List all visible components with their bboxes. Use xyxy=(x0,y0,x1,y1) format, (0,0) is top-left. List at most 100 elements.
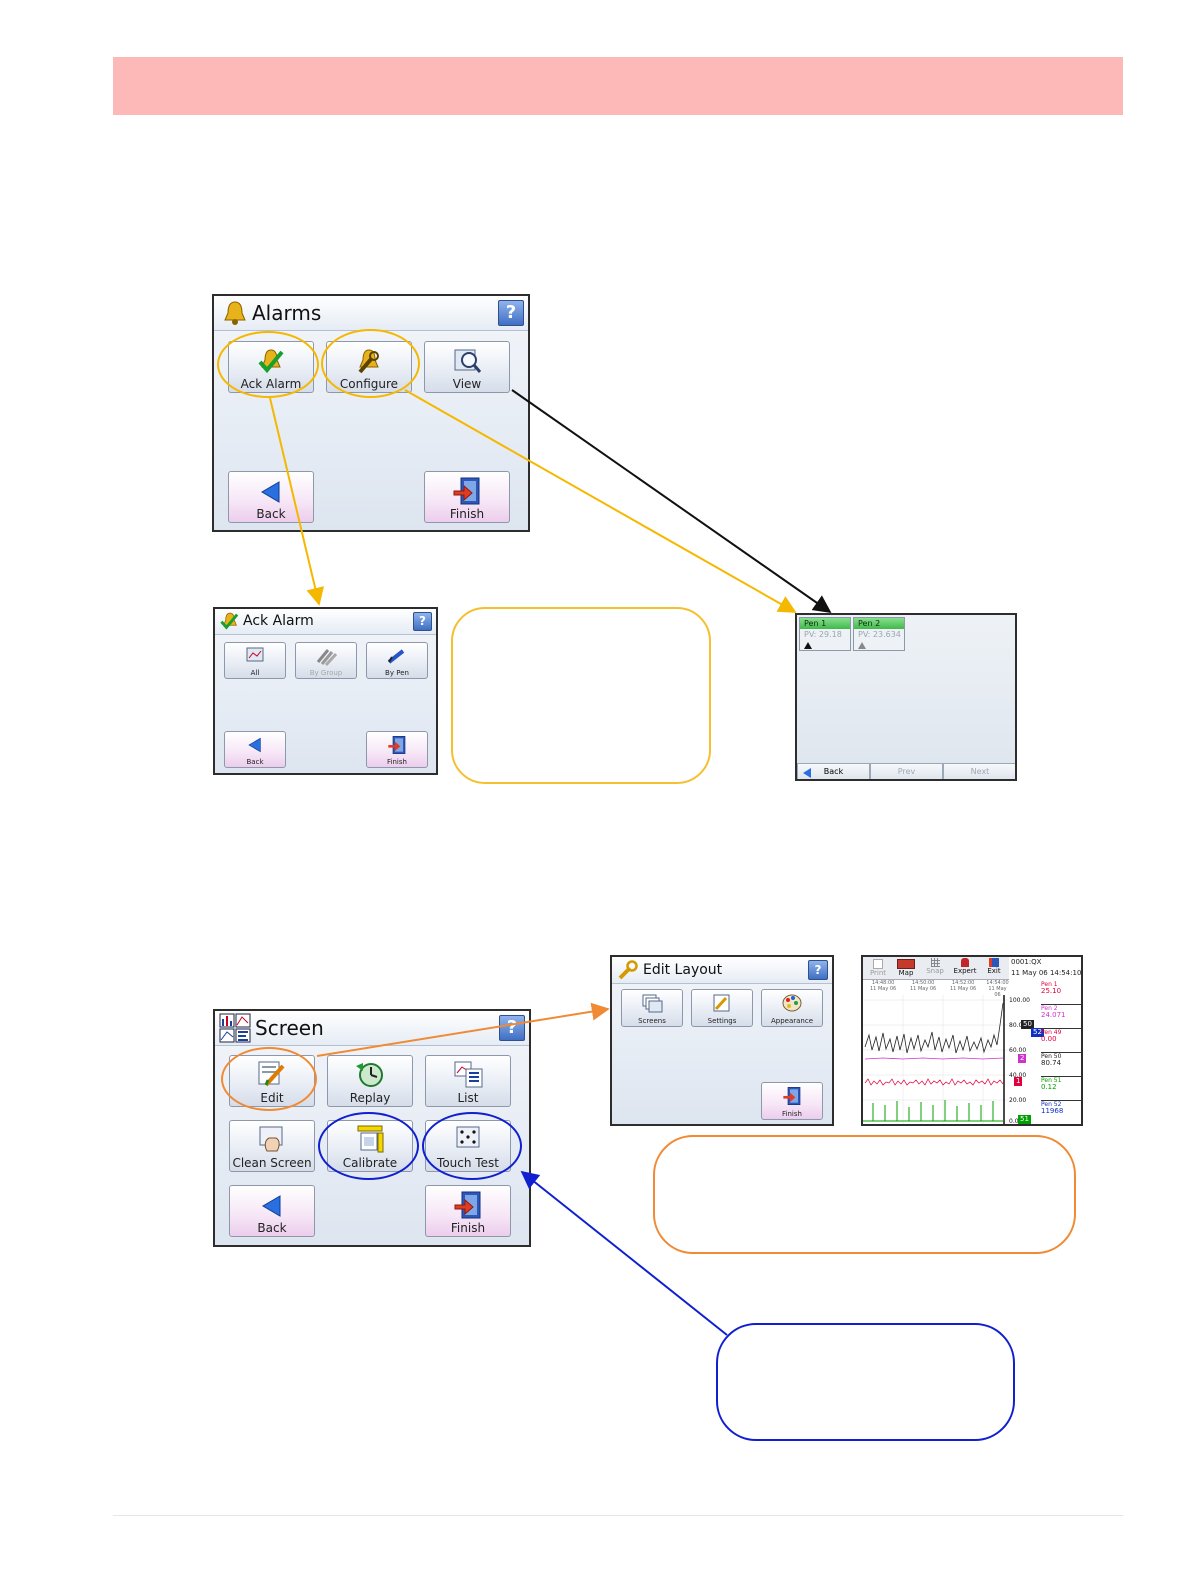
expert-label: Expert xyxy=(953,967,977,975)
screens-button[interactable]: Screens xyxy=(621,989,683,1027)
pen-value-box[interactable]: Pen 50 80.74 xyxy=(1041,1053,1081,1077)
nav-prev-button[interactable]: Prev xyxy=(870,763,943,779)
list-label: List xyxy=(457,1091,479,1105)
map-icon xyxy=(897,959,915,969)
ack-alarm-title: Ack Alarm xyxy=(243,613,314,629)
finish-button[interactable]: Finish xyxy=(366,731,428,768)
pen-name: Pen 52 xyxy=(1041,1101,1062,1108)
appearance-button[interactable]: Appearance xyxy=(761,989,823,1027)
help-button[interactable]: ? xyxy=(413,612,432,631)
pen-value: 0.00 xyxy=(1041,1035,1057,1043)
finish-label: Finish xyxy=(782,1110,802,1118)
back-button[interactable]: Back xyxy=(224,731,286,768)
print-button[interactable]: Print xyxy=(866,957,890,979)
scale-label: 80.00 xyxy=(1009,1022,1027,1029)
exit-door-icon xyxy=(452,476,482,510)
finish-button[interactable]: Finish xyxy=(424,471,510,523)
nav-next-label: Next xyxy=(970,767,990,776)
trend-toolbar: Print Map Snap Expert Exit xyxy=(863,957,1009,980)
pen-value: 25.10 xyxy=(1041,987,1062,995)
pen-value: 80.74 xyxy=(1041,1059,1062,1067)
alarms-menu-titlebar: Alarms ? xyxy=(214,296,528,331)
pen-value: 24.071 xyxy=(1041,1011,1066,1019)
back-button[interactable]: Back xyxy=(229,1185,315,1237)
pen-50-trace xyxy=(864,1002,1004,1054)
pen-1-name: Pen 1 xyxy=(800,618,850,629)
map-label: Map xyxy=(898,969,914,977)
printer-icon xyxy=(873,959,883,969)
pen-value-box[interactable]: Pen 51 0.12 xyxy=(1041,1077,1081,1101)
footer-divider xyxy=(113,1515,1123,1516)
trend-screen: Print Map Snap Expert Exit 0001:QX 11 Ma… xyxy=(861,955,1083,1126)
ack-alarm-highlight xyxy=(217,331,319,398)
expert-button[interactable]: Expert xyxy=(950,957,980,979)
trend-plot xyxy=(863,995,1009,1124)
settings-label: Settings xyxy=(707,1017,737,1025)
exit-button[interactable]: Exit xyxy=(982,957,1006,979)
help-button[interactable]: ? xyxy=(498,300,524,326)
edit-layout-titlebar: Edit Layout ? xyxy=(612,957,832,984)
edit-layout-title: Edit Layout xyxy=(643,962,723,978)
nav-back-button[interactable]: Back xyxy=(797,763,870,779)
ack-all-button[interactable]: All xyxy=(224,642,286,679)
help-button[interactable]: ? xyxy=(808,960,828,980)
back-arrow-icon xyxy=(247,737,263,757)
grid-icon xyxy=(930,958,940,967)
pen-51-trace xyxy=(863,1100,1004,1122)
monitor-icon xyxy=(245,647,265,669)
pen-value-box[interactable]: Pen 52 11968 xyxy=(1041,1101,1081,1124)
pen-value-box[interactable]: Pen 49 0.00 xyxy=(1041,1029,1081,1053)
finish-button[interactable]: Finish xyxy=(761,1082,823,1120)
alarm-view-window: Pen 1 PV: 29.18 Pen 2 PV: 23.634 Back Pr… xyxy=(795,613,1017,781)
exit-door-icon xyxy=(453,1190,483,1224)
nav-next-button[interactable]: Next xyxy=(943,763,1015,779)
pen-name: Pen 2 xyxy=(1041,1005,1058,1012)
pen-value-box[interactable]: Pen 2 24.071 xyxy=(1041,1005,1081,1029)
clean-screen-button[interactable]: Clean Screen xyxy=(229,1120,315,1172)
screen-menu-titlebar: Screen ? xyxy=(215,1011,529,1046)
pen-1-pv: PV: 29.18 xyxy=(804,630,842,639)
ack-by-group-button[interactable]: By Group xyxy=(295,642,357,679)
clean-screen-label: Clean Screen xyxy=(232,1156,312,1170)
screens-label: Screens xyxy=(638,1017,666,1025)
pen-name: Pen 50 xyxy=(1041,1053,1062,1060)
help-button[interactable]: ? xyxy=(499,1015,525,1041)
alarm-triangle-icon xyxy=(858,642,866,649)
replay-button[interactable]: Replay xyxy=(327,1055,413,1107)
map-button[interactable]: Map xyxy=(892,957,920,979)
pen-2-name: Pen 2 xyxy=(854,618,904,629)
snap-button[interactable]: Snap xyxy=(922,957,948,979)
scale-label: 100.00 xyxy=(1009,997,1030,1004)
ack-by-pen-button[interactable]: By Pen xyxy=(366,642,428,679)
settings-button[interactable]: Settings xyxy=(691,989,753,1027)
nav-back-label: Back xyxy=(823,767,844,776)
device-id: 0001:QX xyxy=(1011,958,1042,966)
appearance-label: Appearance xyxy=(770,1017,814,1025)
list-button[interactable]: List xyxy=(425,1055,511,1107)
screens-icon xyxy=(641,993,663,1017)
scale-label: 60.00 xyxy=(1009,1047,1027,1054)
edit-highlight xyxy=(221,1047,317,1111)
print-label: Print xyxy=(869,969,887,977)
back-label: Back xyxy=(246,758,264,766)
ack-by-pen-label: By Pen xyxy=(385,669,409,677)
touch-test-highlight xyxy=(422,1112,522,1180)
pen-2-alarm-tab[interactable]: Pen 2 PV: 23.634 xyxy=(853,617,905,651)
pen-1-alarm-tab[interactable]: Pen 1 PV: 29.18 xyxy=(799,617,851,651)
finish-label: Finish xyxy=(450,1221,486,1235)
ack-alarm-callout xyxy=(451,607,711,784)
back-button[interactable]: Back xyxy=(228,471,314,523)
view-button[interactable]: View xyxy=(424,341,510,393)
finish-button[interactable]: Finish xyxy=(425,1185,511,1237)
pen-name: Pen 49 xyxy=(1041,1029,1062,1036)
bell-icon xyxy=(220,299,250,331)
back-label: Back xyxy=(256,507,286,521)
alarm-triangle-icon xyxy=(804,642,812,649)
pen-value-box[interactable]: Pen 1 25.10 xyxy=(1041,981,1081,1005)
bell-check-icon xyxy=(219,611,241,635)
pen-name: Pen 51 xyxy=(1041,1077,1062,1084)
